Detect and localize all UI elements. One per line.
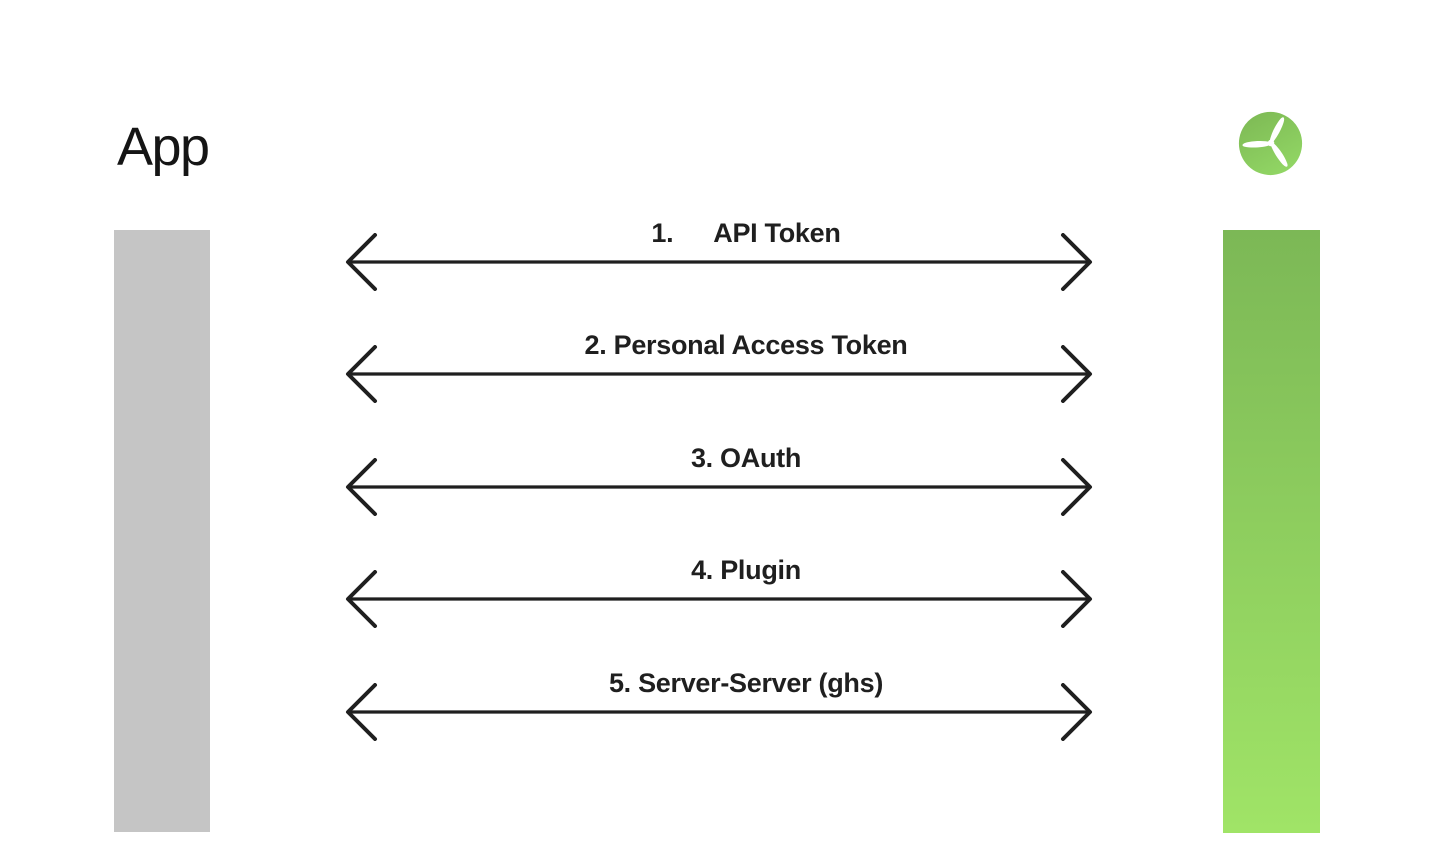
right-arrowhead-icon — [1061, 345, 1092, 403]
double-arrow — [346, 683, 1092, 741]
auth-method-label: 2. Personal Access Token — [584, 330, 908, 360]
auth-method-row-2: 2. Personal Access Token — [345, 330, 1093, 403]
right-arrowhead-icon — [1061, 570, 1092, 628]
right-arrowhead-icon — [1061, 458, 1092, 516]
right-arrowhead-icon — [1061, 683, 1092, 741]
auth-method-label: 4. Plugin — [691, 555, 801, 585]
left-arrowhead-icon — [346, 233, 377, 291]
app-lifeline-bar — [114, 230, 210, 832]
left-arrowhead-icon — [346, 345, 377, 403]
double-arrow — [346, 233, 1092, 291]
left-arrowhead-icon — [346, 683, 377, 741]
double-arrow — [346, 570, 1092, 628]
auth-method-row-1: 1. API Token — [345, 218, 1093, 291]
auth-method-label: 1. API Token — [651, 218, 841, 248]
page-title: App — [117, 117, 210, 177]
auth-method-row-4: 4. Plugin — [345, 555, 1093, 628]
turbine-logo-icon — [1238, 111, 1303, 176]
auth-method-label: 3. OAuth — [690, 443, 802, 473]
auth-method-row-5: 5. Server-Server (ghs) — [345, 668, 1093, 741]
auth-method-label: 5. Server-Server (ghs) — [608, 668, 884, 698]
right-arrowhead-icon — [1061, 233, 1092, 291]
auth-method-row-3: 3. OAuth — [345, 443, 1093, 516]
left-arrowhead-icon — [346, 570, 377, 628]
left-arrowhead-icon — [346, 458, 377, 516]
double-arrow — [346, 458, 1092, 516]
double-arrow — [346, 345, 1092, 403]
service-lifeline-bar — [1223, 230, 1320, 833]
logo-blades — [1242, 117, 1288, 167]
